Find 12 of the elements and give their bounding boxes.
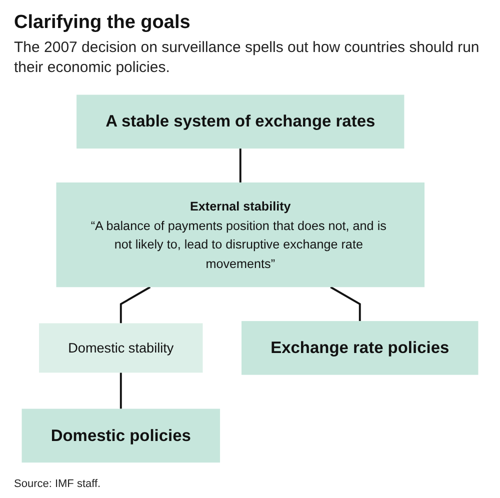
connector — [239, 148, 242, 182]
node-box: A stable system of exchange rates — [76, 94, 404, 148]
connector — [120, 372, 122, 409]
title: Clarifying the goals — [14, 12, 192, 34]
node-box: Exchange rate policies — [242, 320, 478, 375]
node-box: Domestic policies — [22, 408, 220, 462]
node-box: External stability “A balance of payments position that does not, and is not likely to, lead to disruptive exchange rate movements” — [56, 182, 425, 287]
subtitle: The 2007 decision on surveillance spells out how countries should run their economic policies. — [14, 38, 480, 77]
node-box: Domestic stability — [39, 323, 203, 372]
connector — [120, 286, 151, 324]
source-note: Source: IMF staff. — [14, 478, 102, 490]
connector — [330, 286, 361, 321]
